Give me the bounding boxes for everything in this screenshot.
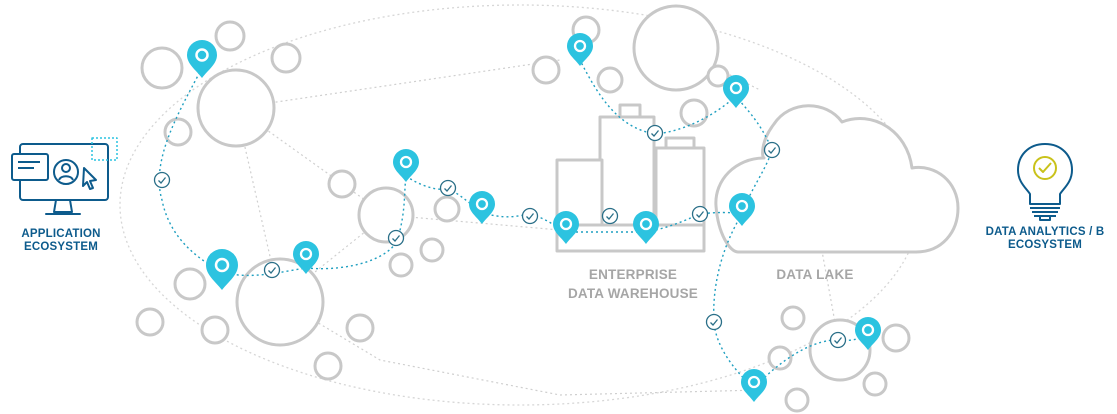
- location-pin-icon: [393, 149, 419, 182]
- enterprise-data-warehouse-label: ENTERPRISE DATA WAREHOUSE: [548, 265, 718, 303]
- check-circle-icon: [646, 124, 664, 142]
- location-pin-icon: [553, 211, 579, 244]
- location-pin-icon: [293, 241, 319, 274]
- location-pin-icon: [723, 75, 749, 108]
- data-analytics-ecosystem-label: DATA ANALYTICS / B ECOSYSTEM: [960, 226, 1117, 252]
- lightbulb-check-icon: [1017, 143, 1073, 221]
- network-nodes: [135, 4, 911, 413]
- check-circle-icon: [153, 171, 171, 189]
- check-circle-icon: [691, 205, 709, 223]
- location-pin-icon: [741, 369, 767, 402]
- check-circle-icon: [521, 207, 539, 225]
- monitor-user-icon: [11, 137, 118, 215]
- analytics-label-line2: ECOSYSTEM: [1007, 239, 1082, 251]
- application-label-line2: ECOSYSTEM: [23, 241, 98, 253]
- warehouse-label-line1: ENTERPRISE: [588, 267, 678, 282]
- check-circle-icon: [829, 331, 847, 349]
- check-circle-icon: [387, 229, 405, 247]
- data-lake-label-text: DATA LAKE: [776, 267, 854, 282]
- data-warehouse-icon: [555, 103, 706, 253]
- location-pin-icon: [187, 40, 217, 78]
- application-label-line1: APPLICATION: [21, 228, 101, 240]
- check-circle-icon: [439, 179, 457, 197]
- location-pin-icon: [567, 33, 593, 66]
- check-circle-icon: [601, 207, 619, 225]
- analytics-label-line1: DATA ANALYTICS / B: [985, 226, 1105, 238]
- data-lake-label: DATA LAKE: [760, 265, 870, 284]
- location-pin-icon: [469, 191, 495, 224]
- location-pin-icon: [729, 193, 755, 226]
- location-pin-icon: [206, 249, 238, 290]
- check-icons: [153, 124, 847, 349]
- location-pin-icon: [633, 211, 659, 244]
- data-lake-cloud-icon: [714, 104, 960, 254]
- check-circle-icon: [705, 313, 723, 331]
- application-ecosystem-label: APPLICATION ECOSYSTEM: [6, 228, 116, 254]
- check-circle-icon: [263, 261, 281, 279]
- check-circle-icon: [763, 141, 781, 159]
- location-pins: [187, 33, 881, 402]
- warehouse-label-line2: DATA WAREHOUSE: [567, 286, 699, 301]
- location-pin-icon: [855, 317, 881, 350]
